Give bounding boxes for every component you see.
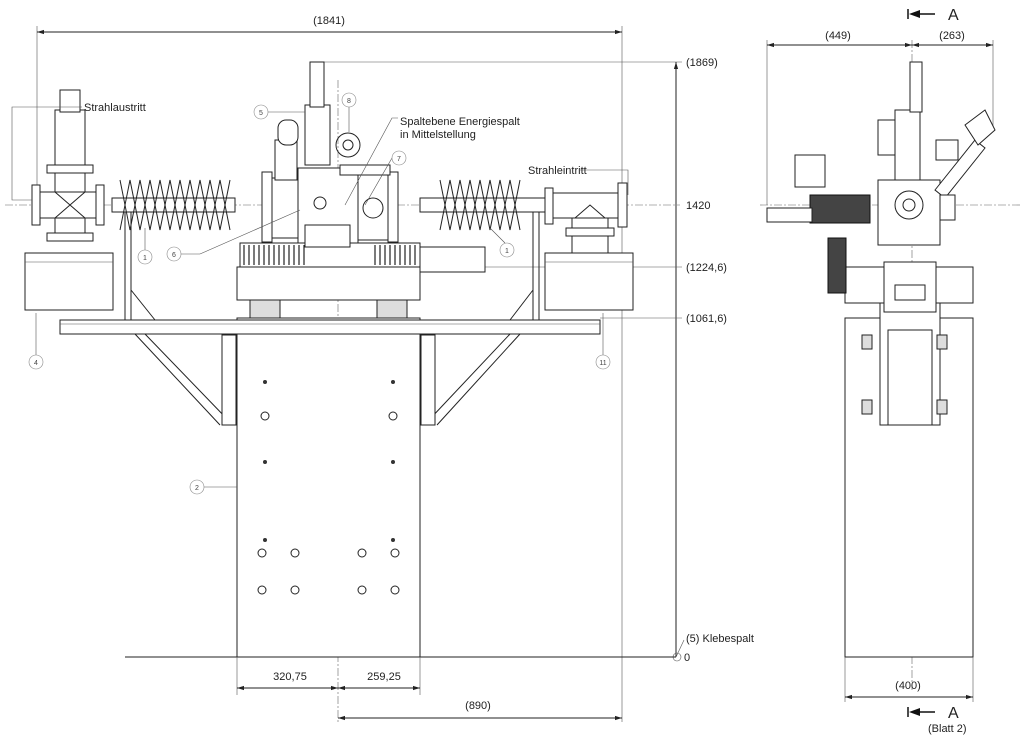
balloon-4: 4 — [34, 360, 38, 367]
left-bellows — [111, 179, 236, 231]
pillar-holes — [257, 380, 400, 595]
concrete-pillar — [236, 317, 421, 658]
front-view: (1841) (1869) 1420 (1224,6) (1061,6) (5)… — [5, 15, 754, 722]
dim-side-base-width: (400) — [895, 680, 921, 692]
dim-beam-height: 1420 — [686, 200, 710, 212]
right-support-box — [544, 252, 634, 311]
dim-beam-support-height: (1061,6) — [686, 313, 727, 325]
right-bellows — [419, 179, 546, 231]
top-platform — [236, 266, 421, 301]
dimension-overall-width: (1841) — [36, 15, 623, 722]
label-gap-plane-2: in Mittelstellung — [400, 129, 476, 141]
section-marker-top: A — [907, 7, 959, 24]
dimension-heights: (1869) 1420 (1224,6) (1061,6) (5) Klebes… — [318, 57, 754, 664]
central-chamber — [261, 61, 399, 248]
dim-platform-height: (1224,6) — [686, 262, 727, 274]
balloon-5: 5 — [259, 110, 263, 117]
support-braces — [124, 205, 540, 426]
dim-overall-height: (1869) — [686, 57, 718, 69]
label-beam-entry: Strahleintritt — [528, 165, 587, 177]
label-gap-plane-1: Spaltebene Energiespalt — [400, 116, 520, 128]
dim-center-to-edge: (890) — [465, 700, 491, 712]
dim-left-offset: 320,75 — [273, 671, 307, 683]
section-label-bottom: A — [948, 705, 959, 722]
balloon-1-right: 1 — [505, 248, 509, 255]
dim-zero: 0 — [684, 652, 690, 664]
section-marker-bottom: A (Blatt 2) — [907, 705, 967, 735]
label-beam-exit: Strahlaustritt — [84, 102, 146, 114]
dim-overall-width: (1841) — [313, 15, 345, 27]
balloon-8: 8 — [347, 98, 351, 105]
sheet-reference: (Blatt 2) — [928, 723, 967, 735]
side-view: (449) (263) (400) — [760, 30, 1020, 702]
balloon-7: 7 — [397, 156, 401, 163]
dim-glue-gap: (5) Klebespalt — [686, 633, 754, 645]
item-balloons: 1 1 2 4 5 6 7 8 11 — [28, 92, 611, 495]
motor-housing — [419, 246, 486, 273]
beam-entry-assembly — [544, 182, 628, 254]
balloon-2: 2 — [195, 485, 199, 492]
balloon-6: 6 — [172, 252, 176, 259]
bottom-dimensions: 320,75 259,25 (890) — [236, 657, 622, 721]
dim-side-right-width: (263) — [939, 30, 965, 42]
annotations: Strahlaustritt Strahleintritt Spaltebene… — [11, 102, 629, 206]
balloon-11: 11 — [599, 360, 606, 367]
left-support-box — [24, 252, 114, 311]
balloon-1-left: 1 — [143, 255, 147, 262]
beam-exit-assembly — [31, 89, 105, 242]
dim-right-offset: 259,25 — [367, 671, 401, 683]
support-crossbar — [59, 319, 601, 335]
dim-side-left-width: (449) — [825, 30, 851, 42]
section-label-top: A — [948, 7, 959, 24]
